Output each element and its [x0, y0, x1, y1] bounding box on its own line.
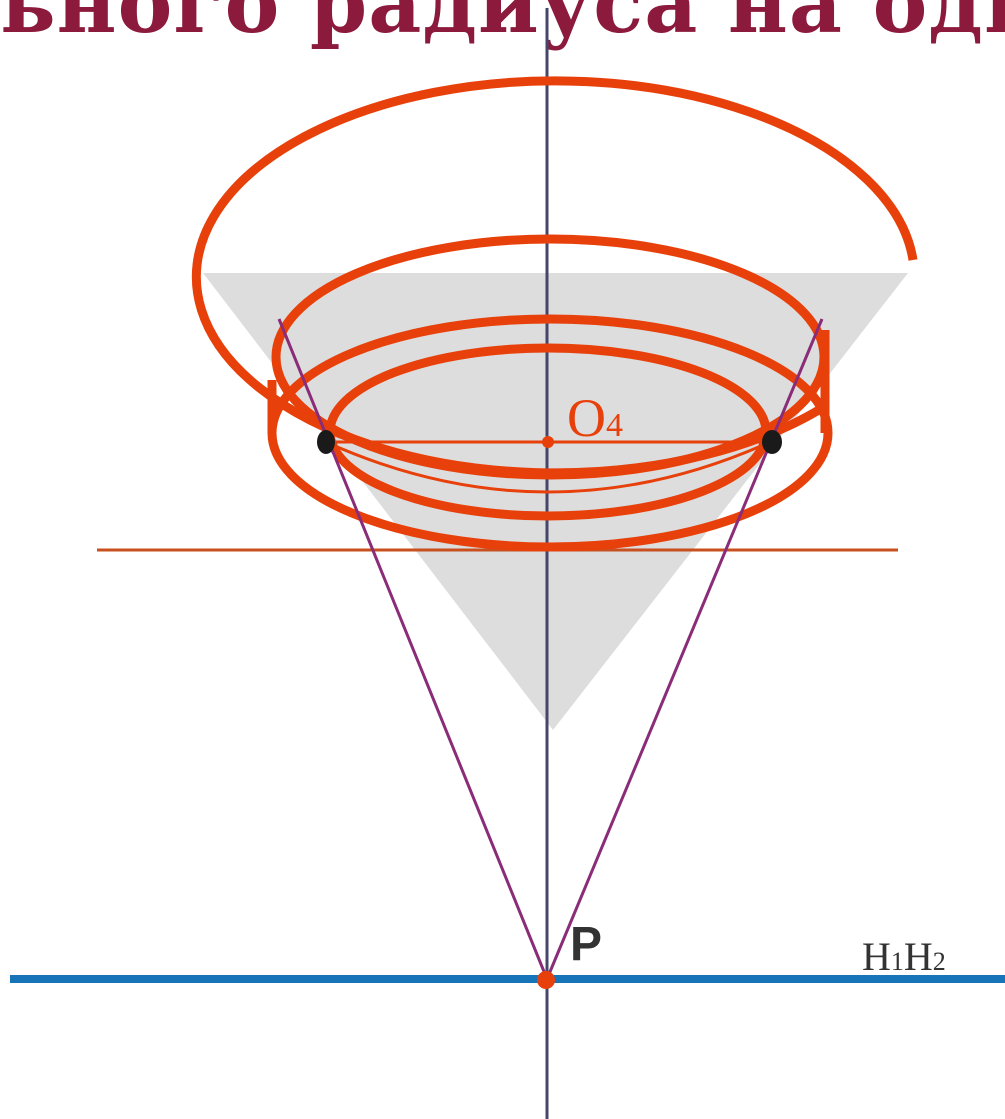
projection-line-right — [545, 318, 824, 980]
cone-shape — [203, 273, 908, 730]
axis-label: H1H2 — [862, 934, 946, 979]
page-title: ьного радиуса на одном у — [0, 0, 1005, 52]
center-label: O4 — [567, 388, 623, 448]
middle-ellipse — [271, 234, 829, 480]
point-p-dot — [537, 971, 555, 989]
projection-line-left — [277, 318, 549, 980]
marker-point-left — [317, 430, 335, 454]
point-p-label: P — [570, 918, 602, 971]
marker-point-right — [762, 430, 782, 454]
center-point — [542, 436, 554, 448]
lower-ellipse — [267, 314, 833, 552]
thin-arc — [325, 440, 771, 494]
